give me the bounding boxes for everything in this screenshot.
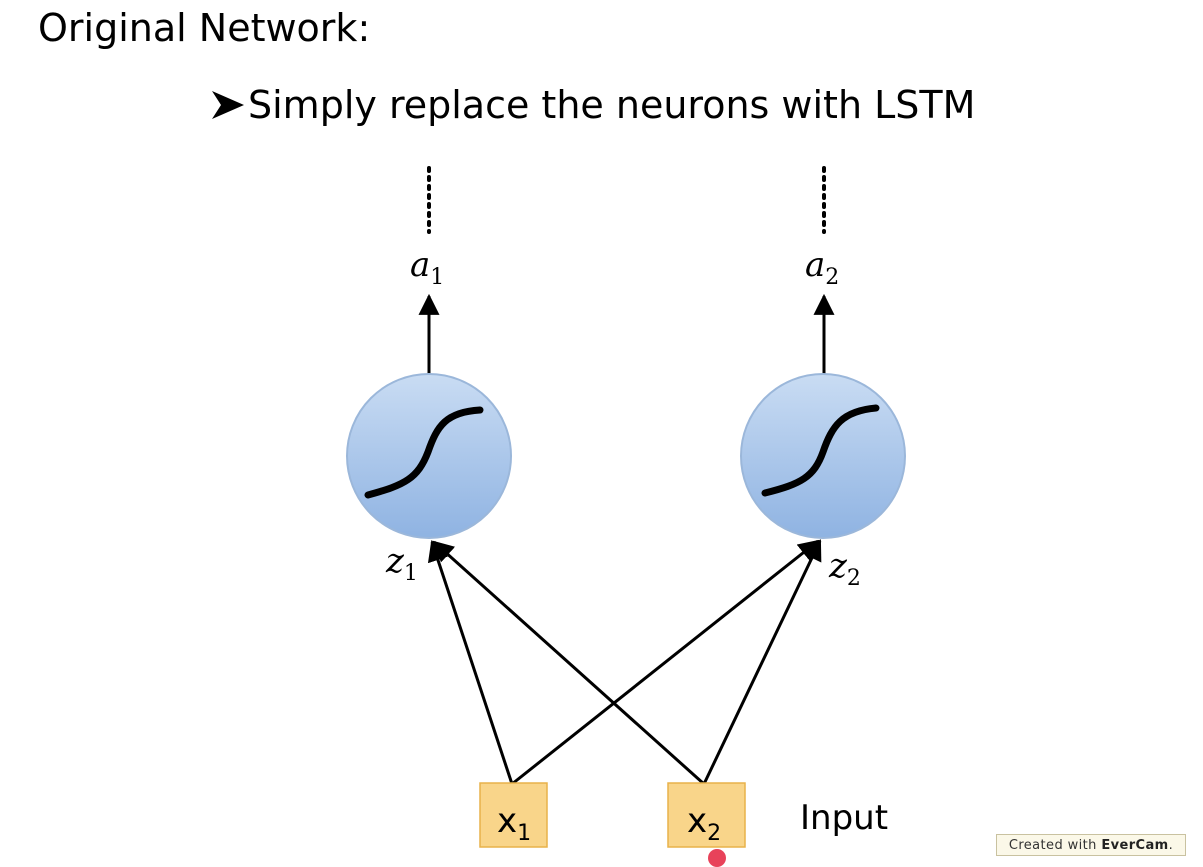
output-label-a2: a2	[805, 245, 839, 290]
input-box-x1: x1	[479, 782, 548, 848]
watermark-brand: EverCam	[1101, 838, 1169, 853]
neuron-1	[346, 373, 512, 539]
evercam-watermark[interactable]: Created with EverCam.	[996, 834, 1186, 856]
input-label-z2: z2	[828, 546, 861, 591]
input-caption: Input	[800, 798, 888, 838]
bullet-text: Simply replace the neurons with LSTM	[248, 83, 976, 127]
svg-text:x2: x2	[687, 801, 721, 846]
laser-pointer-dot	[708, 849, 726, 867]
edge-x2-z2	[702, 539, 822, 785]
watermark-prefix: Created with	[1008, 838, 1102, 853]
input-label-z1: z1	[385, 541, 418, 586]
edge-x2-z1	[432, 540, 706, 786]
sigmoid-curve-icon	[364, 406, 484, 499]
input-box-x2: x2	[667, 782, 746, 848]
arrowhead-bullet-icon	[212, 91, 244, 119]
output-label-a1: a1	[410, 245, 444, 290]
watermark-suffix: .	[1168, 838, 1174, 853]
edge-x1-z1	[427, 540, 514, 785]
edge-x1-z2	[511, 539, 820, 786]
slide-title: Original Network:	[38, 6, 371, 50]
svg-text:x1: x1	[497, 801, 531, 846]
bullet-point: Simply replace the neurons with LSTM	[210, 80, 975, 130]
neuron-2	[740, 373, 906, 539]
sigmoid-curve-icon	[761, 404, 880, 497]
